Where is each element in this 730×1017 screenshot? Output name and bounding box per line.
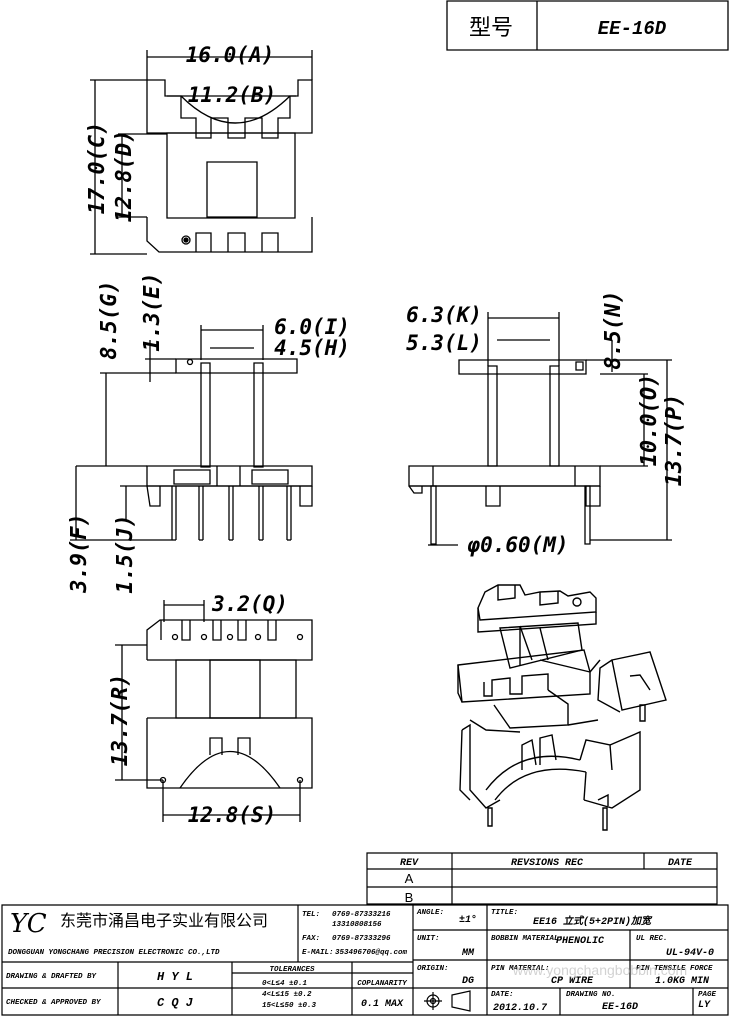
dim-g: 8.5(G) xyxy=(97,280,122,359)
dim-h: 4.5(H) xyxy=(274,336,350,360)
tel-value-2: 13310808156 xyxy=(332,921,382,929)
material-label: BOBBIN MATERIAL: xyxy=(491,935,563,943)
ul-value: UL-94V-0 xyxy=(666,948,714,959)
title-block: YC 东莞市涌昌电子实业有限公司 DONGGUAN YONGCHANG PREC… xyxy=(2,905,728,1015)
drawing-no-label: DRAWING NO. xyxy=(566,991,616,999)
drawn-label: DRAWING & DRAFTED BY xyxy=(6,973,98,981)
rev-header: REV xyxy=(400,858,419,869)
title-value: EE16 立式(5+2PIN)加宽 xyxy=(533,915,653,928)
rec-header: REVSIONS REC xyxy=(511,858,583,869)
revision-table: REV REVSIONS REC DATE A B xyxy=(367,853,717,905)
dim-o: 10.0(O) xyxy=(637,374,662,467)
checked-value: C Q J xyxy=(157,996,193,1010)
tel-label: TEL: xyxy=(302,911,320,919)
tol-3: 15<L≤50 ±0.3 xyxy=(262,1002,317,1010)
date-header: DATE xyxy=(668,858,693,869)
tol-2: 4<L≤15 ±0.2 xyxy=(262,991,312,999)
fax-value: 0769-87333296 xyxy=(332,935,391,943)
pin-material-value: CP WIRE xyxy=(551,976,594,987)
company-logo: YC xyxy=(10,909,47,939)
date-value: 2012.10.7 xyxy=(493,1003,548,1014)
dim-k: 6.3(K) xyxy=(406,303,482,327)
ul-label: UL REC. xyxy=(636,935,668,943)
origin-value: DG xyxy=(462,976,474,987)
dim-n: 8.5(N) xyxy=(601,290,626,369)
angle-value: ±1° xyxy=(459,914,477,926)
top-view: 16.0(A) 11.2(B) 17.0(C) 12.8(D) xyxy=(85,43,312,254)
company-name-cn: 东莞市涌昌电子实业有限公司 xyxy=(60,911,268,930)
coplanarity-label: COPLANARITY xyxy=(357,980,408,988)
dim-l: 5.3(L) xyxy=(406,331,482,355)
checked-label: CHECKED & APPROVED BY xyxy=(6,999,102,1007)
origin-label: ORIGIN: xyxy=(417,965,449,973)
angle-label: ANGLE: xyxy=(416,909,444,917)
material-value: PHENOLIC xyxy=(556,936,604,947)
bottom-view: 3.2(Q) 13.7(R) 12.8(S) xyxy=(108,592,312,827)
dim-q: 3.2(Q) xyxy=(211,592,288,616)
dim-b: 11.2(B) xyxy=(188,83,277,107)
dim-a: 16.0(A) xyxy=(186,43,275,67)
front-view: 6.0(I) 4.5(H) 8.5(G) 1.3(E) 3.9(F) 1.5(J… xyxy=(67,272,350,593)
fax-label: FAX: xyxy=(302,935,320,943)
company-name-en: DONGGUAN YONGCHANG PRECISION ELECTRONIC … xyxy=(8,949,220,957)
rev-row-a: A xyxy=(405,871,414,886)
pin-material-label: PIN MATERIAL: xyxy=(491,965,550,973)
title-label: TITLE: xyxy=(491,909,518,917)
side-view: 6.3(K) 5.3(L) 8.5(N) 10.0(O) 13.7(P) φ0.… xyxy=(406,290,687,557)
model-value: EE-16D xyxy=(598,18,667,40)
tol-1: 0<L≤4 ±0.1 xyxy=(262,980,307,988)
rev-row-b: B xyxy=(405,890,414,905)
drawing-no-value: EE-16D xyxy=(602,1002,638,1013)
watermark: www.yongchangbobbin.com xyxy=(512,962,687,978)
projection-symbol-icon xyxy=(424,991,470,1011)
unit-label: UNIT: xyxy=(417,935,440,943)
dim-c: 17.0(C) xyxy=(85,122,110,215)
dim-r: 13.7(R) xyxy=(108,674,133,767)
pin-tensile-value: 1.0KG MIN xyxy=(655,976,710,987)
page-value: LY xyxy=(698,1000,711,1011)
dim-m: φ0.60(M) xyxy=(466,533,568,557)
dim-e: 1.3(E) xyxy=(140,272,165,351)
dim-p: 13.7(P) xyxy=(662,394,687,487)
drawn-value: H Y L xyxy=(157,970,193,984)
dim-s: 12.8(S) xyxy=(188,803,277,827)
dim-f: 3.9(F) xyxy=(67,513,92,593)
isometric-view xyxy=(458,585,666,830)
tolerances-label: TOLERANCES xyxy=(269,966,315,974)
page-label: PAGE xyxy=(698,991,717,999)
email-value: 353496706@qq.com xyxy=(335,949,408,957)
model-label: 型号 xyxy=(469,16,513,41)
pin-tensile-label: PIN TENSILE FORCE xyxy=(636,965,713,973)
unit-value: MM xyxy=(461,948,475,959)
dim-j: 1.5(J) xyxy=(113,514,138,593)
date-label: DATE: xyxy=(491,991,514,999)
email-label: E-MAIL: xyxy=(302,949,334,957)
dim-d: 12.8(D) xyxy=(112,130,137,223)
coplanarity-value: 0.1 MAX xyxy=(361,999,404,1010)
tel-value-1: 0769-87333216 xyxy=(332,911,391,919)
dim-i: 6.0(I) xyxy=(274,315,350,339)
model-header-box: 型号 EE-16D xyxy=(447,1,728,50)
